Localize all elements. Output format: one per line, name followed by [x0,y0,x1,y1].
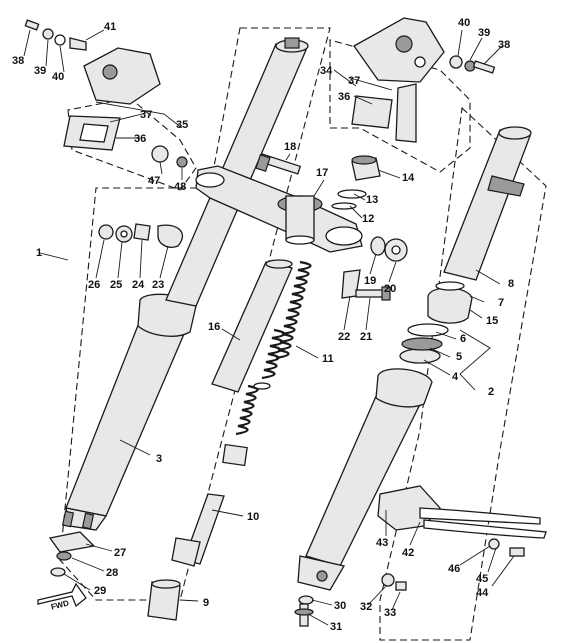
fork-spring [261,260,312,380]
callout-12: 12 [362,213,374,225]
callout-22: 22 [338,331,350,343]
callout-6: 6 [460,333,466,345]
callout-21: 21 [360,331,372,343]
group-boundary-upper-bracket [329,39,471,173]
callout-24: 24 [132,279,145,291]
callout-37-b: 37 [348,75,360,87]
callout-47: 47 [148,175,160,187]
stem-nut [331,155,381,210]
callout-25: 25 [110,279,122,291]
upper-bracket-right [351,17,496,143]
callout-8: 8 [508,278,514,290]
right-outer-tube [297,368,433,591]
collar-washer [370,236,408,262]
callout-43: 43 [376,537,388,549]
callout-14: 14 [402,172,415,184]
callout-20: 20 [384,283,396,295]
callout-48: 48 [174,181,186,193]
cable-guide-parts [98,223,184,248]
callout-35: 35 [176,119,188,131]
callout-39-b: 39 [478,27,490,39]
damper-cylinder [211,259,293,393]
callout-40: 40 [52,71,64,83]
fwd-label: FWD [50,599,70,612]
callout-37: 37 [140,109,152,121]
callout-27: 27 [114,547,126,559]
under-bracket [195,165,363,253]
group-boundary-right-fork [379,106,547,641]
callout-17: 17 [316,167,328,179]
callout-13: 13 [366,194,378,206]
right-seal-stack [399,281,473,364]
callout-36: 36 [134,133,146,145]
right-inner-tube [443,126,532,281]
brake-bracket-parts [377,485,547,557]
callout-23: 23 [152,279,164,291]
callout-29: 29 [94,585,106,597]
callout-28: 28 [106,567,118,579]
callout-31: 31 [330,621,342,633]
leader-lines [23,29,515,626]
callout-45: 45 [476,573,488,585]
lower-guide-parts [48,531,96,577]
callout-38-b: 38 [498,39,510,51]
callout-36-b: 36 [338,91,350,103]
callout-16: 16 [208,321,220,333]
callout-4: 4 [452,371,459,383]
callout-44: 44 [476,587,489,599]
callout-38: 38 [12,55,24,67]
callout-2: 2 [488,386,494,398]
callout-15: 15 [486,315,498,327]
pinch-bolt [255,153,302,175]
callout-9: 9 [203,597,209,609]
callout-42: 42 [402,547,414,559]
callout-labels: 1 2 3 4 5 6 7 8 9 10 11 12 13 14 15 16 1… [12,17,514,633]
left-outer-tube [61,293,197,531]
callout-7: 7 [498,297,504,309]
callout-39: 39 [34,65,46,77]
callout-34: 34 [320,65,333,77]
callout-40-b: 40 [458,17,470,29]
cable-clamp [341,269,391,301]
axle-holder-parts [294,573,407,627]
callout-18: 18 [284,141,296,153]
fwd-arrow-icon: FWD [37,582,87,612]
callout-5: 5 [456,351,462,363]
callout-30: 30 [334,600,346,612]
damper-rod [171,382,271,567]
upper-bracket-left [24,19,188,168]
callout-26: 26 [88,279,100,291]
callout-33: 33 [384,607,396,619]
callout-46: 46 [448,563,460,575]
callout-19: 19 [364,275,376,287]
group-boundary-left-fork [59,27,331,601]
callout-11: 11 [322,353,334,365]
callout-3: 3 [156,453,162,465]
oil-lock-piece [147,579,181,621]
callout-1: 1 [36,247,42,259]
callout-41: 41 [104,21,116,33]
callout-32: 32 [360,601,372,613]
callout-10: 10 [247,511,259,523]
